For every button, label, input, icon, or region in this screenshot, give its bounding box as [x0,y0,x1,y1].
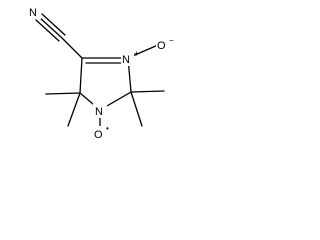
ring-nitrogen-top-label: N [122,54,130,66]
c5-methyl-down-bond [67,92,81,127]
nitrile-triple-bond [35,13,66,42]
c2-methyl-right-bond [130,90,165,93]
oxyl-oxygen-label: O [94,129,103,141]
oxyl-radical-dot: • [106,124,109,133]
c2-methyl-down-bond [130,91,143,127]
ring-nitrogen-top-charge: + [134,49,139,58]
c5-methyl-left-bond [45,92,81,95]
ring-nitrogen-bottom-label: N [95,106,103,118]
nitrile-nitrogen-label: N [29,7,37,19]
nitrile-to-ring-bond [61,37,83,59]
molecule-structure: N N + O − N O • [28,4,174,141]
ring-c5-c4-bond [79,57,83,94]
n-oxide-oxygen-charge: − [169,36,174,45]
n-oxide-oxygen-label: O [157,40,166,52]
